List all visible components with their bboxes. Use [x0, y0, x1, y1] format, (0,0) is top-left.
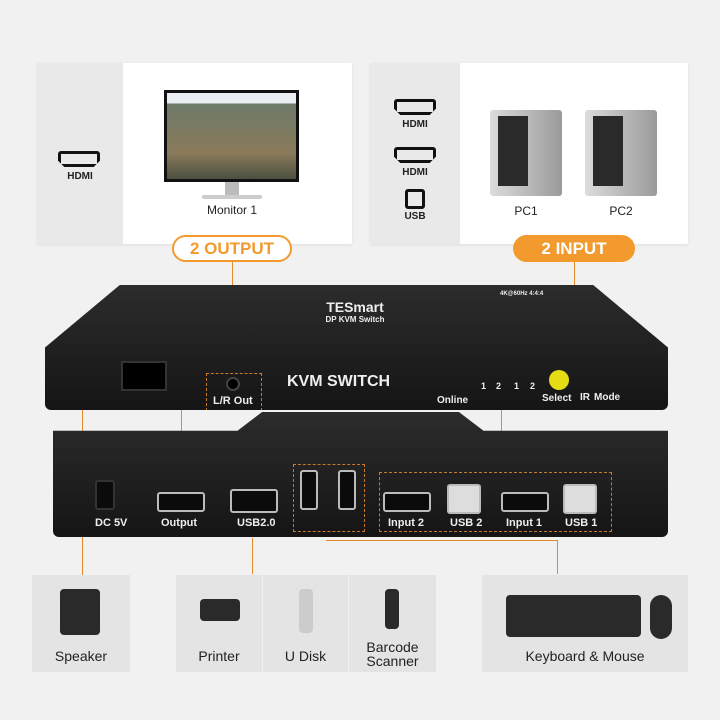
printer-label: Printer	[198, 648, 240, 664]
led-label: 2	[530, 381, 536, 391]
pc2-label: PC2	[609, 204, 633, 218]
output-device-card: HDMI Monitor 1	[37, 63, 352, 244]
mode-label: Mode	[594, 392, 621, 403]
port-label: DC 5V	[95, 517, 128, 529]
dc-jack	[95, 480, 115, 510]
mouse-image	[650, 595, 672, 639]
hdmi-label: HDMI	[67, 171, 93, 182]
hdmi-label: HDMI	[402, 167, 428, 178]
keyboard-mouse-label: Keyboard & Mouse	[525, 648, 645, 664]
mouse-usb-port	[338, 470, 356, 510]
brand-logo: TESmart	[326, 299, 384, 315]
port-label: Input 2	[388, 517, 425, 529]
port-label: USB2.0	[237, 517, 276, 529]
udisk-image	[299, 589, 313, 633]
port-label: USB 2	[450, 517, 483, 529]
spec-label: 4K@60Hz 4:4:4	[500, 291, 544, 297]
hdmi-icon	[58, 151, 100, 167]
online-label: Online	[437, 395, 469, 406]
pc2-image	[585, 110, 657, 196]
kvm-front-panel: TESmart DP KVM Switch 4K@60Hz 4:4:4 L/R …	[45, 285, 668, 410]
udisk-card: U Disk	[263, 575, 348, 672]
led-label: 1	[514, 381, 520, 391]
usb-a-port	[230, 489, 278, 513]
pc1-label: PC1	[514, 204, 538, 218]
udisk-label: U Disk	[284, 648, 327, 664]
monitor-label: Monitor 1	[206, 203, 258, 217]
monitor-image	[164, 90, 299, 182]
led-label: 2	[496, 381, 502, 391]
audio-label: L/R Out	[213, 395, 253, 407]
usb-b1-port	[563, 484, 597, 514]
speaker-image	[60, 589, 100, 635]
select-label: Select	[542, 393, 572, 404]
led-label: 1	[481, 381, 487, 391]
port-label: USB 1	[565, 517, 598, 529]
printer-image	[200, 599, 240, 621]
select-button[interactable]	[549, 370, 569, 390]
scanner-image	[385, 589, 399, 629]
hdmi-icon	[394, 147, 436, 163]
keyboard-mouse-card: Keyboard & Mouse	[482, 575, 688, 672]
input-callout: 2 INPUT	[513, 235, 635, 262]
input-device-card: HDMI HDMI USB PC1 PC2	[370, 63, 688, 244]
usb-b-icon	[405, 189, 425, 209]
usb-label: USB	[404, 211, 426, 222]
kvm-rear-panel: DC 5V Output USB2.0 Input 2 USB 2 Input …	[53, 412, 668, 537]
port-panel	[370, 63, 460, 244]
keyboard-image	[506, 595, 641, 637]
audio-jack	[226, 377, 240, 391]
output-callout: 2 OUTPUT	[172, 235, 292, 262]
port-label: Output	[161, 517, 198, 529]
usb-b2-port	[447, 484, 481, 514]
printer-card: Printer	[176, 575, 262, 672]
speaker-label: Speaker	[54, 648, 108, 664]
port-label: Input 1	[506, 517, 543, 529]
ir-label: IR	[580, 392, 590, 403]
pc1-image	[490, 110, 562, 196]
keyboard-usb-port	[300, 470, 318, 510]
speaker-card: Speaker	[32, 575, 130, 672]
hdmi-input2-port	[383, 492, 431, 512]
scanner-card: Barcode Scanner	[349, 575, 436, 672]
hdmi-input1-port	[501, 492, 549, 512]
front-title: KVM SWITCH	[287, 373, 391, 390]
power-switch[interactable]	[121, 361, 167, 391]
hdmi-label: HDMI	[402, 119, 428, 130]
hdmi-output-port	[157, 492, 205, 512]
scanner-label: Barcode Scanner	[366, 639, 419, 669]
hdmi-icon	[394, 99, 436, 115]
model-label: DP KVM Switch	[325, 315, 385, 324]
